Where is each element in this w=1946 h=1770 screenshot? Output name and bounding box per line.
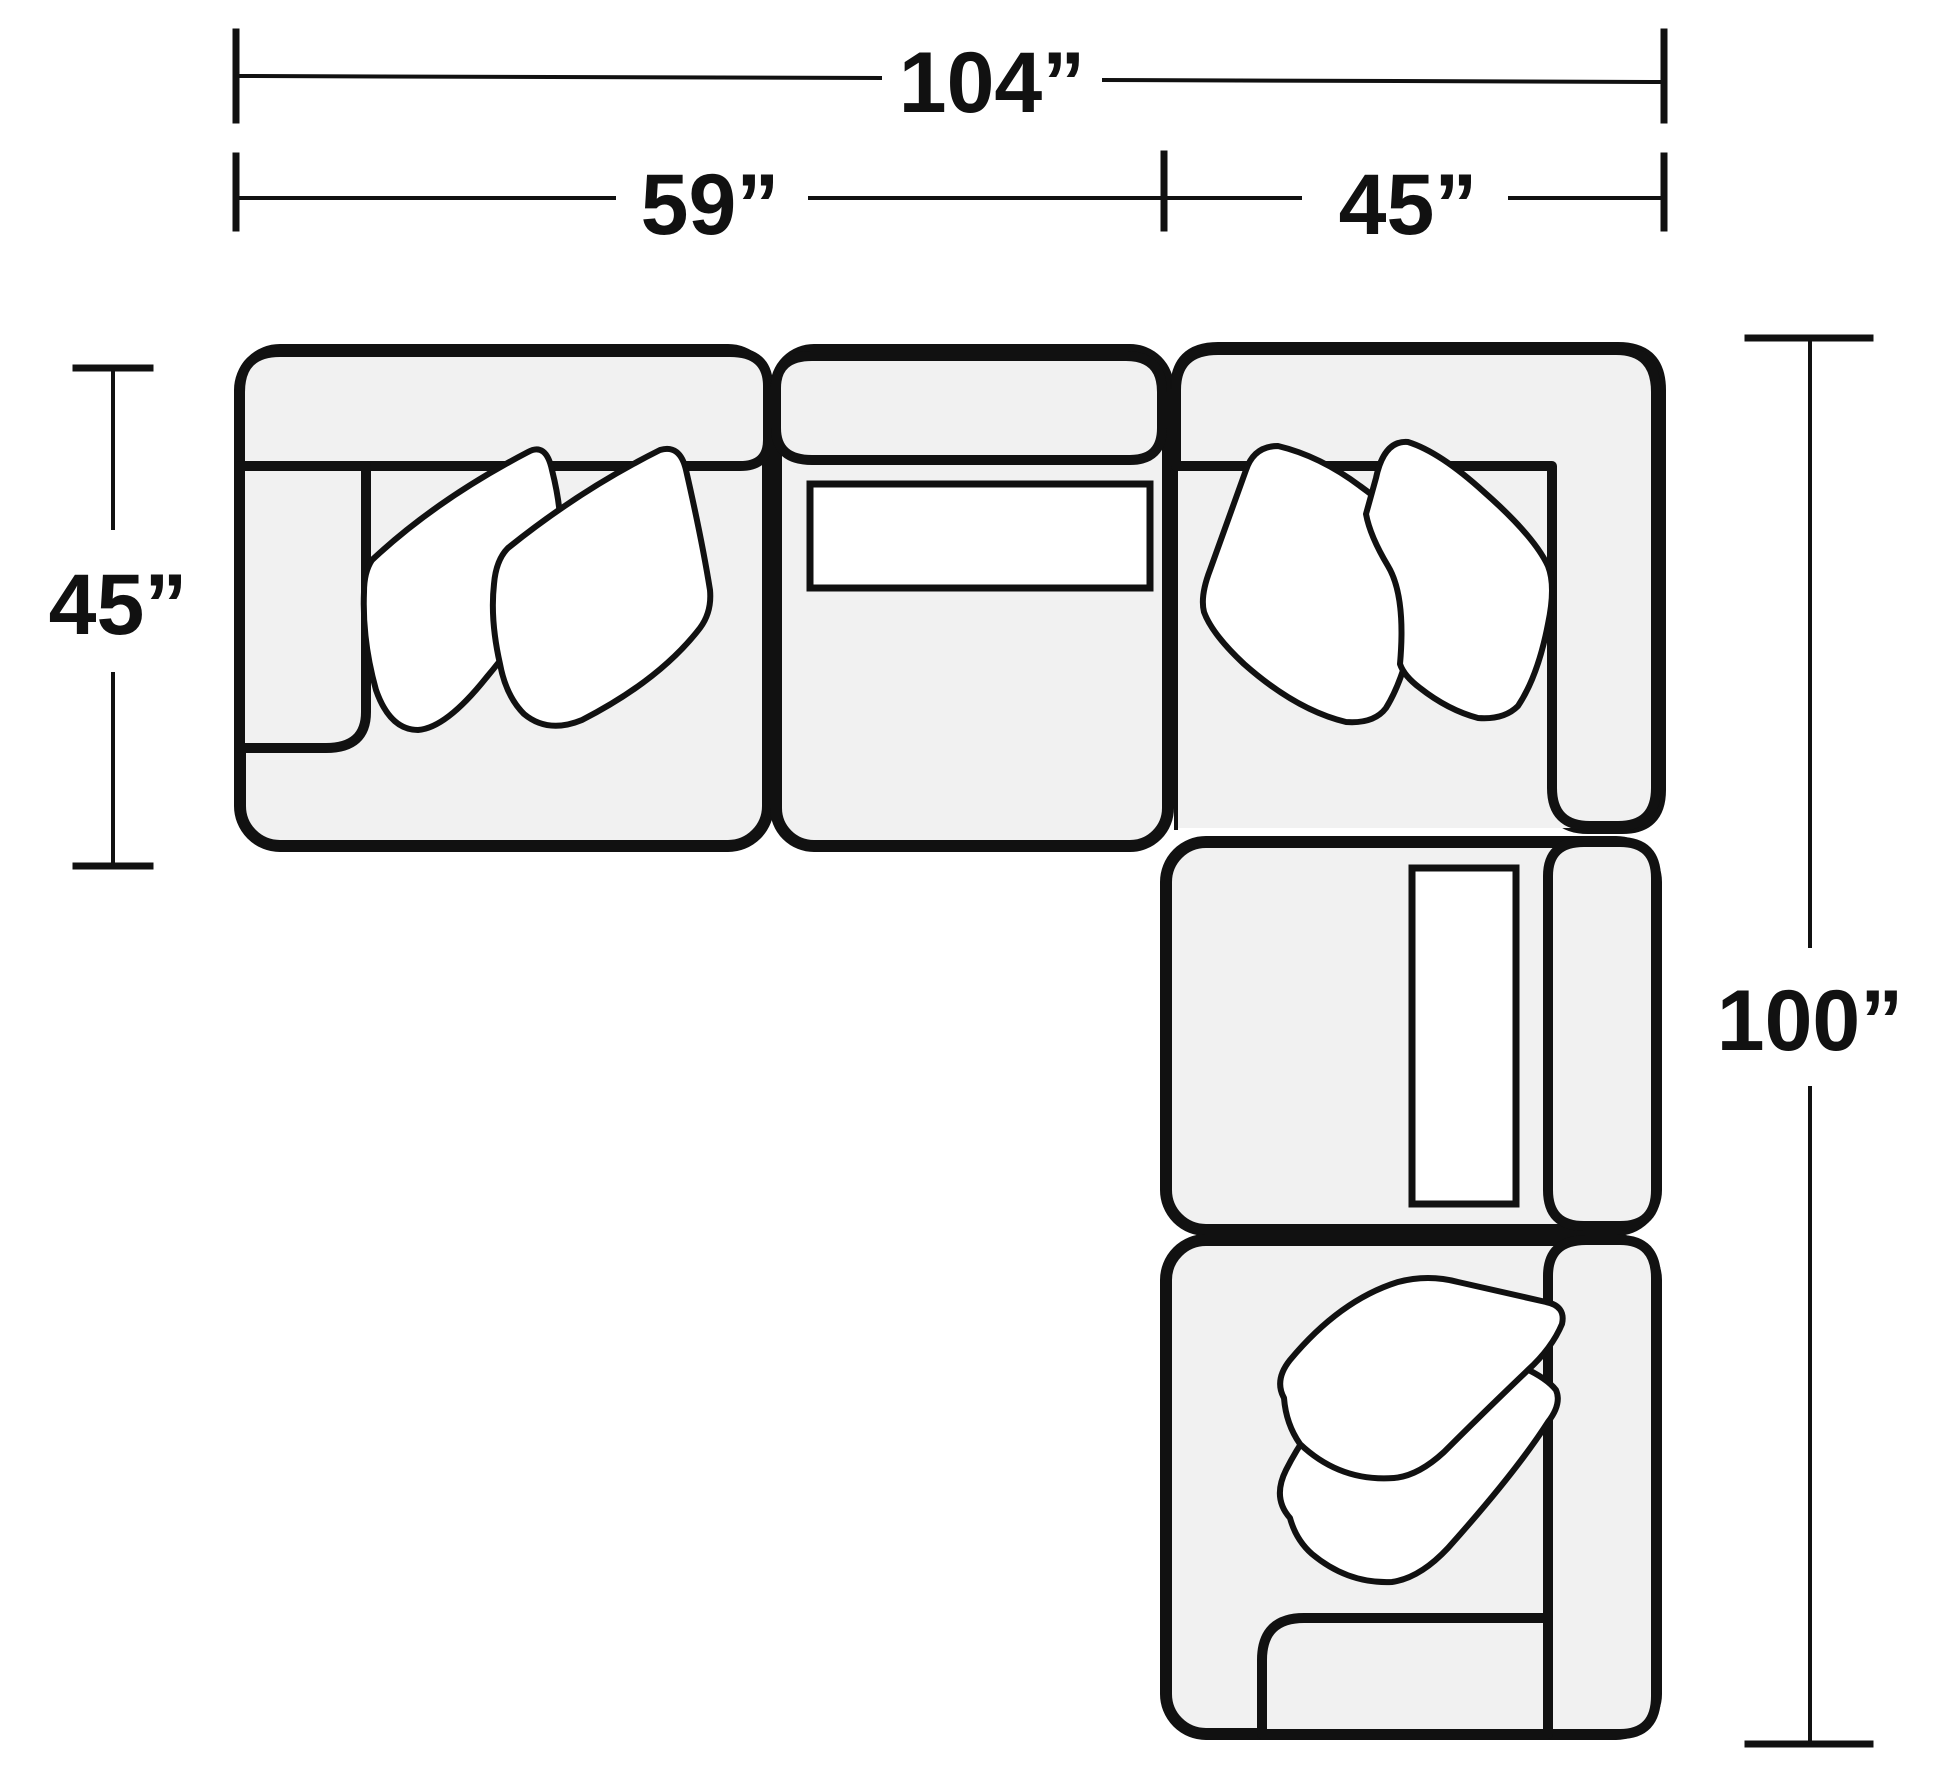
dimension-depth-left: 45”	[49, 364, 188, 870]
dimension-overall-width: 104”	[232, 28, 1668, 131]
seat-cushion-insert	[806, 480, 1154, 592]
overall-depth-label: 100”	[1717, 973, 1904, 1069]
corner-wedge	[1170, 342, 1666, 834]
dimension-segment-left: 59”	[232, 150, 1168, 253]
overall-width-label: 104”	[899, 35, 1086, 131]
dimension-overall-depth: 100”	[1717, 334, 1904, 1748]
armless-seat-return	[1160, 836, 1662, 1236]
dimension-segment-right: 45”	[1166, 152, 1668, 253]
seat-cushion-insert	[1408, 864, 1520, 1208]
depth-left-label: 45”	[49, 557, 188, 653]
segment-left-label: 59”	[641, 157, 780, 253]
left-arm-sofa	[234, 344, 774, 852]
throw-pillow	[1363, 438, 1555, 722]
segment-right-label: 45”	[1339, 157, 1478, 253]
throw-pillow	[1277, 1275, 1566, 1482]
throw-pillow	[489, 446, 714, 729]
sectional-sofa	[234, 342, 1666, 1740]
armless-seat	[770, 344, 1174, 852]
right-arm-sofa	[1160, 1234, 1662, 1740]
